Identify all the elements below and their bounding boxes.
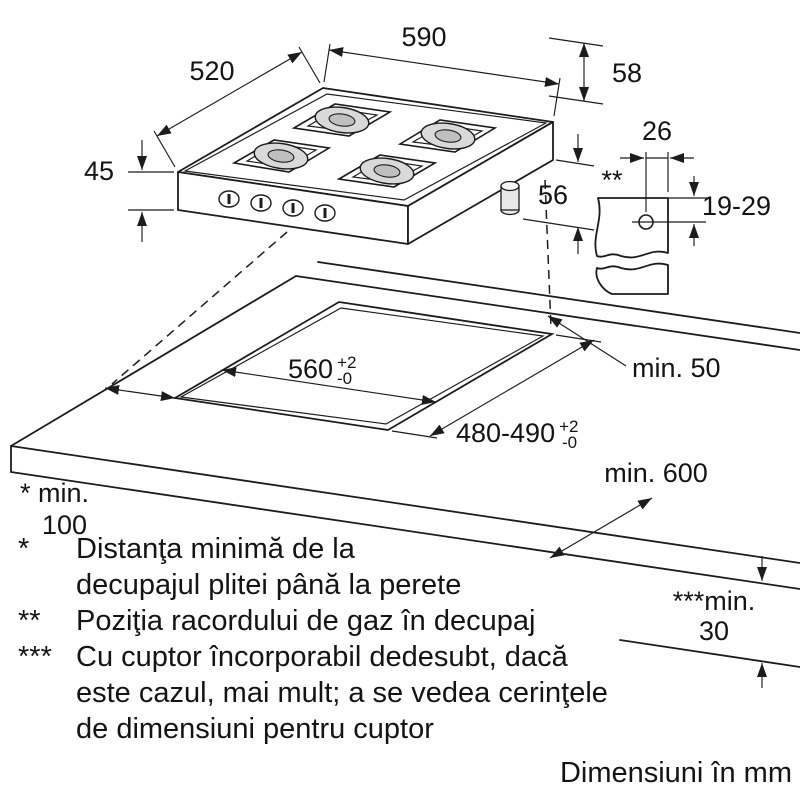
worktop-front-bottom-edge <box>10 471 800 590</box>
worktop-left-edge <box>10 275 297 447</box>
control-knobs <box>218 190 336 222</box>
knob <box>250 194 272 212</box>
dim-min-30: ***min. 30 <box>673 556 767 688</box>
dim-45: 45 <box>84 140 174 242</box>
gas-connection-detail: 26 ** 19-29 <box>594 116 771 295</box>
cutout-inner-line <box>179 307 545 425</box>
gas-position-marker: ** <box>601 165 623 195</box>
burner-back-left <box>291 103 393 137</box>
footnote-text: de dimensiuni pentru cuptor <box>76 713 434 745</box>
units-note: Dimensiuni în mm <box>560 757 792 789</box>
projection-dashed-left <box>111 231 288 385</box>
oven-top-line <box>619 639 800 668</box>
dim-label-min-30-line2: 30 <box>699 616 729 646</box>
footnote-text: decupajul plitei până la perete <box>76 569 461 601</box>
dim-label-min-30-line1: ***min. <box>673 586 756 616</box>
dim-label-min-100-line2: 100 <box>42 510 87 540</box>
dim-label-min-600: min. 600 <box>604 458 708 488</box>
dim-cutout-width: 560+2-0 <box>221 353 437 405</box>
wall-line <box>317 261 800 334</box>
footnote-text: Poziţia racordului de gaz în decupaj <box>76 605 535 637</box>
burners <box>231 103 498 188</box>
worktop-rear-edge <box>295 275 800 351</box>
dim-label-520: 520 <box>189 56 234 86</box>
footnote-marker: * <box>18 533 29 565</box>
knob <box>282 199 304 217</box>
dim-min-600: min. 600 <box>549 458 708 559</box>
hob-drawing <box>177 87 554 245</box>
footnote-text: Distanţa minimă de la <box>76 533 356 565</box>
dim-cutout-depth: 480-490+2-0 <box>391 334 602 452</box>
cutout-outline <box>172 301 555 431</box>
dim-56: 56 <box>522 134 595 254</box>
footnote-marker: ** <box>18 605 41 637</box>
dim-label-19-29: 19-29 <box>702 191 771 221</box>
worktop-drawing <box>10 179 800 668</box>
worktop-front-edge <box>10 445 800 564</box>
detail-piece-lower <box>595 262 669 295</box>
footnote-text: Cu cuptor încorporabil dedesubt, dacă <box>76 641 569 673</box>
burner-front-left <box>231 139 332 173</box>
dim-label-min-100-line1: * min. <box>20 478 89 508</box>
dim-label-590: 590 <box>401 22 446 52</box>
dim-label-min-50: min. 50 <box>632 353 721 383</box>
detail-piece-upper <box>594 197 669 259</box>
dim-min-100: * min. 100 <box>20 385 176 540</box>
burner-back-right <box>397 119 498 153</box>
gas-pipe <box>500 180 520 216</box>
footnotes: * Distanţa minimă de la decupajul plitei… <box>18 533 608 745</box>
hob-dimensions: 520 590 58 45 56 <box>84 22 642 254</box>
dim-26: 26 <box>620 116 694 212</box>
projection-dashed-right <box>544 179 552 329</box>
dim-19-29: 19-29 <box>668 176 771 246</box>
dim-label-45: 45 <box>84 156 114 186</box>
dim-label-26: 26 <box>642 116 672 146</box>
dim-min-50: min. 50 <box>547 315 721 383</box>
dim-58: 58 <box>548 37 642 105</box>
worktop-dimensions: min. 50 * min. 100 560+2-0 480-490+2-0 m… <box>20 315 767 688</box>
dim-label-480-490: 480-490+2-0 <box>456 417 578 452</box>
dim-label-560: 560+2-0 <box>288 353 356 388</box>
footnote-text: este cazul, mai mult; a se vedea cerinţe… <box>76 677 608 709</box>
dim-label-56: 56 <box>538 180 568 210</box>
dim-590: 590 <box>323 22 561 117</box>
dim-label-58: 58 <box>612 58 642 88</box>
hob-right-face <box>407 121 554 245</box>
knob <box>218 190 240 208</box>
dim-520: 520 <box>153 46 321 168</box>
burner-front-right <box>336 154 438 188</box>
footnote-marker: *** <box>18 641 52 673</box>
knob <box>314 204 336 222</box>
